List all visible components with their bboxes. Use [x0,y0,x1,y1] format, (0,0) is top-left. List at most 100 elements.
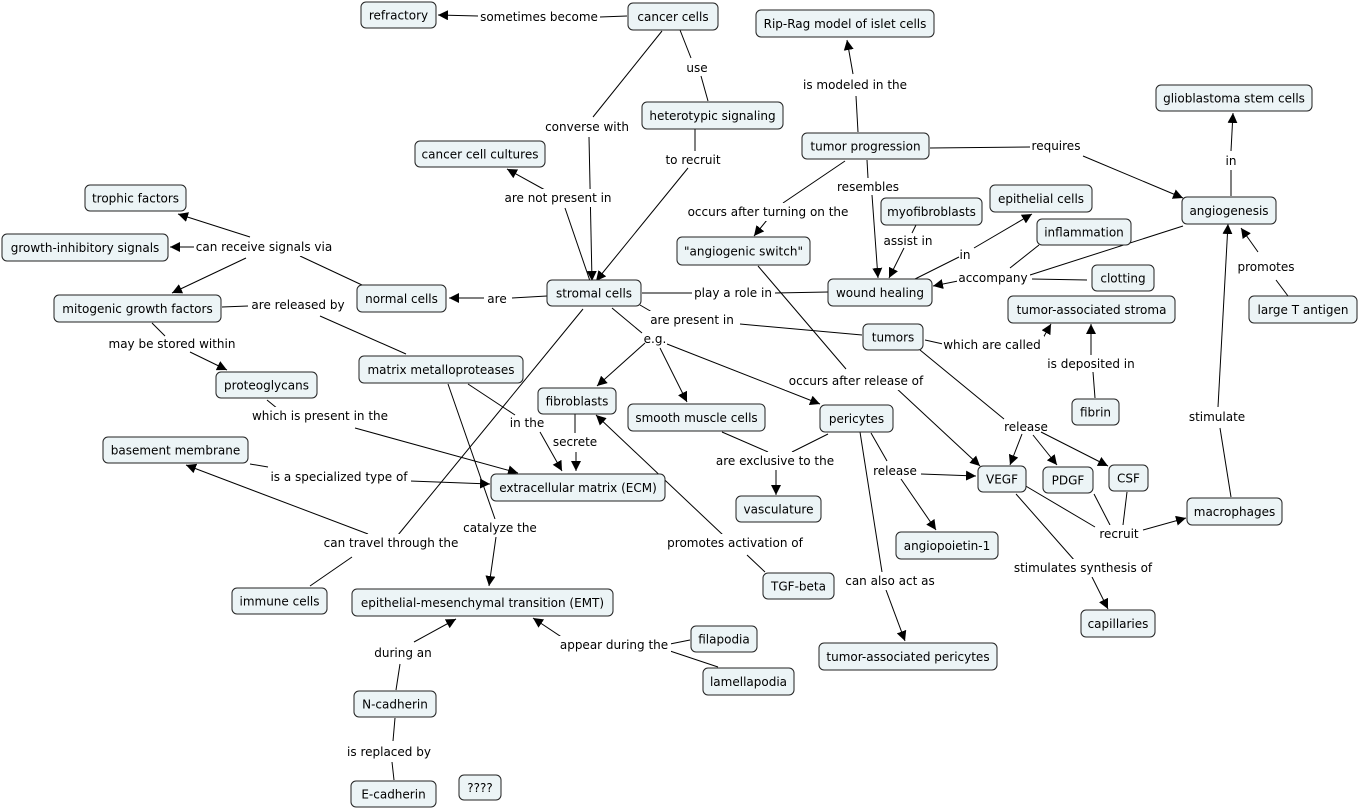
node-angiogenic-switch[interactable]: "angiogenic switch" [676,236,811,266]
link-label: promotes activation of [667,536,803,550]
connector [595,167,689,282]
node-smooth-muscle-cells[interactable]: smooth muscle cells [627,403,766,432]
node-clotting[interactable]: clotting [1091,264,1155,292]
node-matrix-metalloproteases[interactable]: matrix metalloproteases [358,355,524,384]
svg-text:trophic factors: trophic factors [92,192,179,206]
node-pdgf[interactable]: PDGF [1042,466,1094,494]
node-trophic-factors[interactable]: trophic factors [84,184,187,212]
node-unknown[interactable]: ???? [458,774,502,801]
link-label: can travel through the [324,536,459,550]
link-label: converse with [545,120,629,134]
connector [911,224,917,234]
svg-text:basement membrane: basement membrane [111,444,240,458]
svg-text:Rip-Rag model of islet cells: Rip-Rag model of islet cells [764,17,927,31]
link-label: are not present in [504,191,611,205]
connector [437,10,479,21]
svg-text:CSF: CSF [1117,472,1140,486]
link-label: are released by [251,298,344,312]
node-inflammation[interactable]: inflammation [1036,218,1132,246]
node-angiopoietin-1[interactable]: angiopoietin-1 [895,531,999,560]
svg-text:capillaries: capillaries [1088,617,1149,631]
node-basement-membrane[interactable]: basement membrane [102,436,249,464]
node-emt[interactable]: epithelial-mesenchymal transition (EMT) [351,588,614,617]
connector [669,650,719,668]
node-fibroblasts[interactable]: fibroblasts [537,387,617,415]
node-ecm[interactable]: extracellular matrix (ECM) [490,473,666,502]
connector [564,207,591,282]
connector [592,30,663,118]
link-label: is deposited in [1047,357,1134,371]
node-tumor-progression[interactable]: tumor progression [801,132,930,160]
link-label: e.g. [644,332,667,346]
node-cancer-cell-cultures[interactable]: cancer cell cultures [414,140,546,168]
node-vasculature[interactable]: vasculature [735,495,822,523]
svg-text:TGF-beta: TGF-beta [770,580,826,594]
node-immune-cells[interactable]: immune cells [231,587,328,615]
node-angiogenesis[interactable]: angiogenesis [1181,196,1277,225]
node-refractory[interactable]: refractory [360,1,437,29]
node-tumor-associated-stroma[interactable]: tumor-associated stroma [1007,295,1176,324]
node-glioblastoma-stem-cells[interactable]: glioblastoma stem cells [1155,84,1313,112]
connector [753,219,768,237]
connector [586,136,597,282]
connector [739,323,863,336]
svg-text:angiogenesis: angiogenesis [1189,204,1268,218]
node-fibrin[interactable]: fibrin [1071,398,1120,426]
node-tgf-beta[interactable]: TGF-beta [762,572,835,600]
node-csf[interactable]: CSF [1108,464,1149,492]
node-growth-inhibitory-signals[interactable]: growth-inhibitory signals [1,233,169,262]
connector [611,307,643,334]
connector [1219,427,1232,498]
connector [354,427,519,476]
node-rip-rag-model[interactable]: Rip-Rag model of islet cells [755,9,935,38]
node-tumor-associated-pericytes[interactable]: tumor-associated pericytes [818,642,998,671]
connector [888,247,905,279]
connector [1217,223,1233,408]
connector [924,339,944,345]
node-cancer-cells[interactable]: cancer cells [627,2,719,31]
link-label: appear during the [560,638,668,652]
svg-text:smooth muscle cells: smooth muscle cells [635,411,757,425]
connector [774,291,829,294]
node-tumors[interactable]: tumors [862,323,924,351]
link-label: are present in [650,313,734,327]
node-wound-healing[interactable]: wound healing [827,278,933,307]
node-lamellapodia[interactable]: lamellapodia [702,667,795,696]
node-n-cadherin[interactable]: N-cadherin [353,690,437,718]
link-label: can receive signals via [196,240,332,254]
connector [506,168,546,191]
node-normal-cells[interactable]: normal cells [356,284,447,313]
connector [409,478,491,489]
svg-text:matrix metalloproteases: matrix metalloproteases [367,363,514,377]
link-label: in [1226,154,1237,168]
node-epithelial-cells[interactable]: epithelial cells [989,184,1093,213]
node-macrophages[interactable]: macrophages [1186,497,1283,526]
svg-text:pericytes: pericytes [829,412,884,426]
node-myofibroblasts[interactable]: myofibroblasts [880,197,983,226]
node-e-cadherin[interactable]: E-cadherin [350,780,437,808]
connectors [151,10,1289,781]
node-heterotypic-signaling[interactable]: heterotypic signaling [641,101,784,130]
connector [973,213,1033,249]
svg-text:cancer cells: cancer cells [637,10,708,24]
link-label: assist in [884,234,933,248]
node-capillaries[interactable]: capillaries [1080,609,1156,638]
svg-text:????: ???? [467,781,492,795]
link-label: which are called [943,338,1041,352]
link-label: accompany [958,271,1027,285]
node-mitogenic-growth-factors[interactable]: mitogenic growth factors [53,294,222,323]
node-pericytes[interactable]: pericytes [819,404,894,433]
connector [1029,225,1184,276]
connector [539,431,563,472]
node-filapodia[interactable]: filapodia [690,625,758,653]
link-label: secrete [553,435,597,449]
node-stromal-cells[interactable]: stromal cells [546,279,642,307]
svg-text:immune cells: immune cells [239,595,319,609]
connector [659,347,688,403]
node-proteoglycans[interactable]: proteoglycans [215,371,318,399]
node-large-t-antigen[interactable]: large T antigen [1248,295,1358,324]
svg-text:tumor-associated stroma: tumor-associated stroma [1017,303,1167,317]
node-vegf[interactable]: VEGF [977,465,1027,493]
connector [1008,433,1023,466]
